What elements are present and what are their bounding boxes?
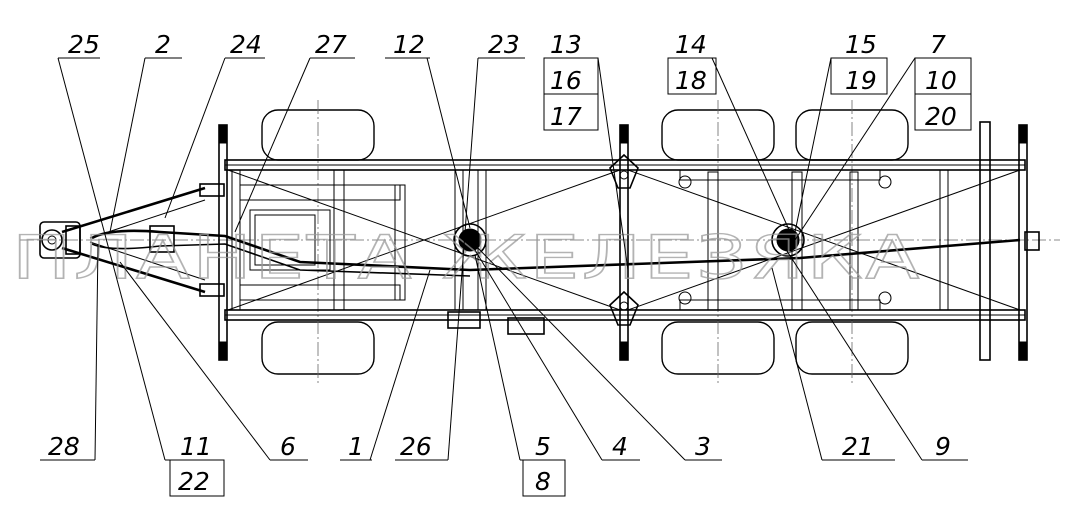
callout-6: 6 [280,432,296,461]
callout-21: 21 [842,432,874,461]
callout-15: 15 [845,30,877,59]
callout-19: 19 [845,66,877,95]
callout-26: 26 [400,432,432,461]
callout-23: 23 [488,30,520,59]
callout-25: 25 [68,30,100,59]
connector-plates [609,153,639,326]
frame-rails [218,121,1040,361]
callout-18: 18 [675,66,707,95]
callout-9: 9 [935,432,951,461]
callout-8: 8 [535,467,551,496]
callout-13: 13 [550,30,582,59]
callout-5: 5 [535,432,551,461]
watermark: ПЛАНЕТА ЖЕЛЕЗЯКА [12,223,922,293]
callout-1: 1 [348,432,364,461]
callout-7: 7 [930,30,946,59]
chassis-drawing [20,100,1060,385]
callout-20: 20 [925,102,957,131]
callout-11: 11 [180,432,212,461]
callout-10: 10 [925,66,957,95]
callout-16: 16 [550,66,582,95]
callout-28: 28 [48,432,80,461]
callout-27: 27 [315,30,347,59]
callout-3: 3 [695,432,711,461]
callout-12: 12 [393,30,425,59]
callouts-bottom: 28 11 22 6 1 26 5 8 4 3 21 9 [40,432,968,497]
callout-4: 4 [612,432,628,461]
callouts-top: 25 2 24 27 12 23 13 16 17 14 18 15 19 7 … [58,30,972,131]
leader-lines [57,57,923,461]
callout-22: 22 [178,467,210,496]
callout-2: 2 [155,30,171,59]
callout-14: 14 [675,30,707,59]
wheels [261,100,909,385]
callout-24: 24 [230,30,262,59]
callout-17: 17 [550,102,582,131]
